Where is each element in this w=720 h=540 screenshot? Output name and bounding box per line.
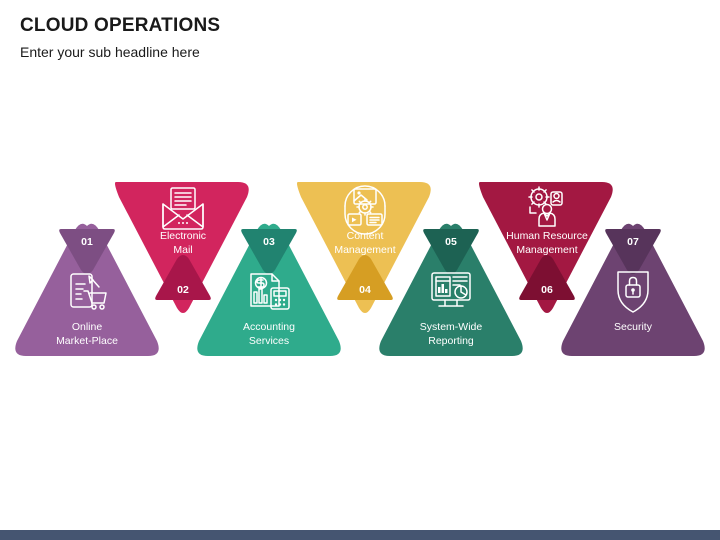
item-04-badge-shape — [337, 255, 393, 300]
item-02-label-line2: Mail — [173, 244, 192, 256]
item-02-electronic-mail[interactable]: 02 Electronic Mail — [115, 182, 249, 313]
shield-lock-icon — [617, 271, 649, 313]
gear-person-icon — [528, 186, 563, 227]
invoice-calculator-icon — [250, 273, 290, 310]
item-01-online-market-place[interactable]: 01 Online Market-Place — [15, 223, 159, 356]
item-05-system-wide-reporting[interactable]: 05 System-Wide Reporting — [379, 223, 523, 356]
item-04-label-line2: Management — [334, 244, 395, 256]
item-01-badge-shape — [59, 229, 115, 274]
item-03-label-line1: Accounting — [243, 321, 295, 333]
item-06-shape[interactable] — [479, 182, 613, 313]
item-03-shape[interactable] — [197, 223, 341, 356]
slide-header: CLOUD OPERATIONS Enter your sub headline… — [20, 14, 220, 61]
item-06-label-line2: Management — [516, 244, 577, 256]
item-06-human-resource-management[interactable]: 06 Human Resource Management — [479, 182, 613, 313]
item-05-number: 05 — [445, 236, 457, 248]
item-05-badge-shape — [423, 229, 479, 274]
item-03-badge-shape — [241, 229, 297, 274]
item-07-number: 07 — [627, 236, 639, 248]
monitor-dashboard-icon — [431, 272, 471, 307]
item-07-label-line1: Security — [614, 321, 653, 333]
item-07-security[interactable]: 07 Security — [561, 223, 705, 356]
item-01-shape[interactable] — [15, 223, 159, 356]
triangle-process-diagram: 01 Online Market-Place — [0, 160, 720, 380]
item-04-content-management[interactable]: 04 Content M — [297, 182, 431, 313]
item-06-label-line1: Human Resource — [506, 230, 588, 242]
item-02-number: 02 — [177, 284, 189, 296]
item-02-badge-shape — [155, 255, 211, 300]
item-03-label-line2: Services — [249, 335, 289, 347]
media-gear-icon — [344, 185, 386, 235]
item-07-badge-shape — [605, 229, 661, 274]
item-01-number: 01 — [81, 236, 93, 248]
open-envelope-icon — [162, 187, 204, 230]
item-01-label-line2: Market-Place — [56, 335, 118, 347]
item-03-number: 03 — [263, 236, 275, 248]
footer-accent-bar — [0, 530, 720, 540]
item-01-label-line1: Online — [72, 321, 103, 333]
item-05-label-line1: System-Wide — [420, 321, 483, 333]
item-05-shape[interactable] — [379, 223, 523, 356]
item-05-label-line2: Reporting — [428, 335, 474, 347]
item-02-shape[interactable] — [115, 182, 249, 313]
item-04-label-line1: Content — [347, 230, 384, 242]
item-03-accounting-services[interactable]: 03 — [197, 223, 341, 356]
item-02-label-line1: Electronic — [160, 230, 206, 242]
page-subtitle: Enter your sub headline here — [20, 43, 200, 60]
item-06-number: 06 — [541, 284, 553, 296]
page-title: CLOUD OPERATIONS — [20, 15, 221, 36]
item-06-badge-shape — [519, 255, 575, 300]
item-04-number: 04 — [359, 284, 371, 296]
mobile-shopping-cart-icon — [70, 273, 107, 310]
item-04-shape[interactable] — [297, 182, 431, 313]
